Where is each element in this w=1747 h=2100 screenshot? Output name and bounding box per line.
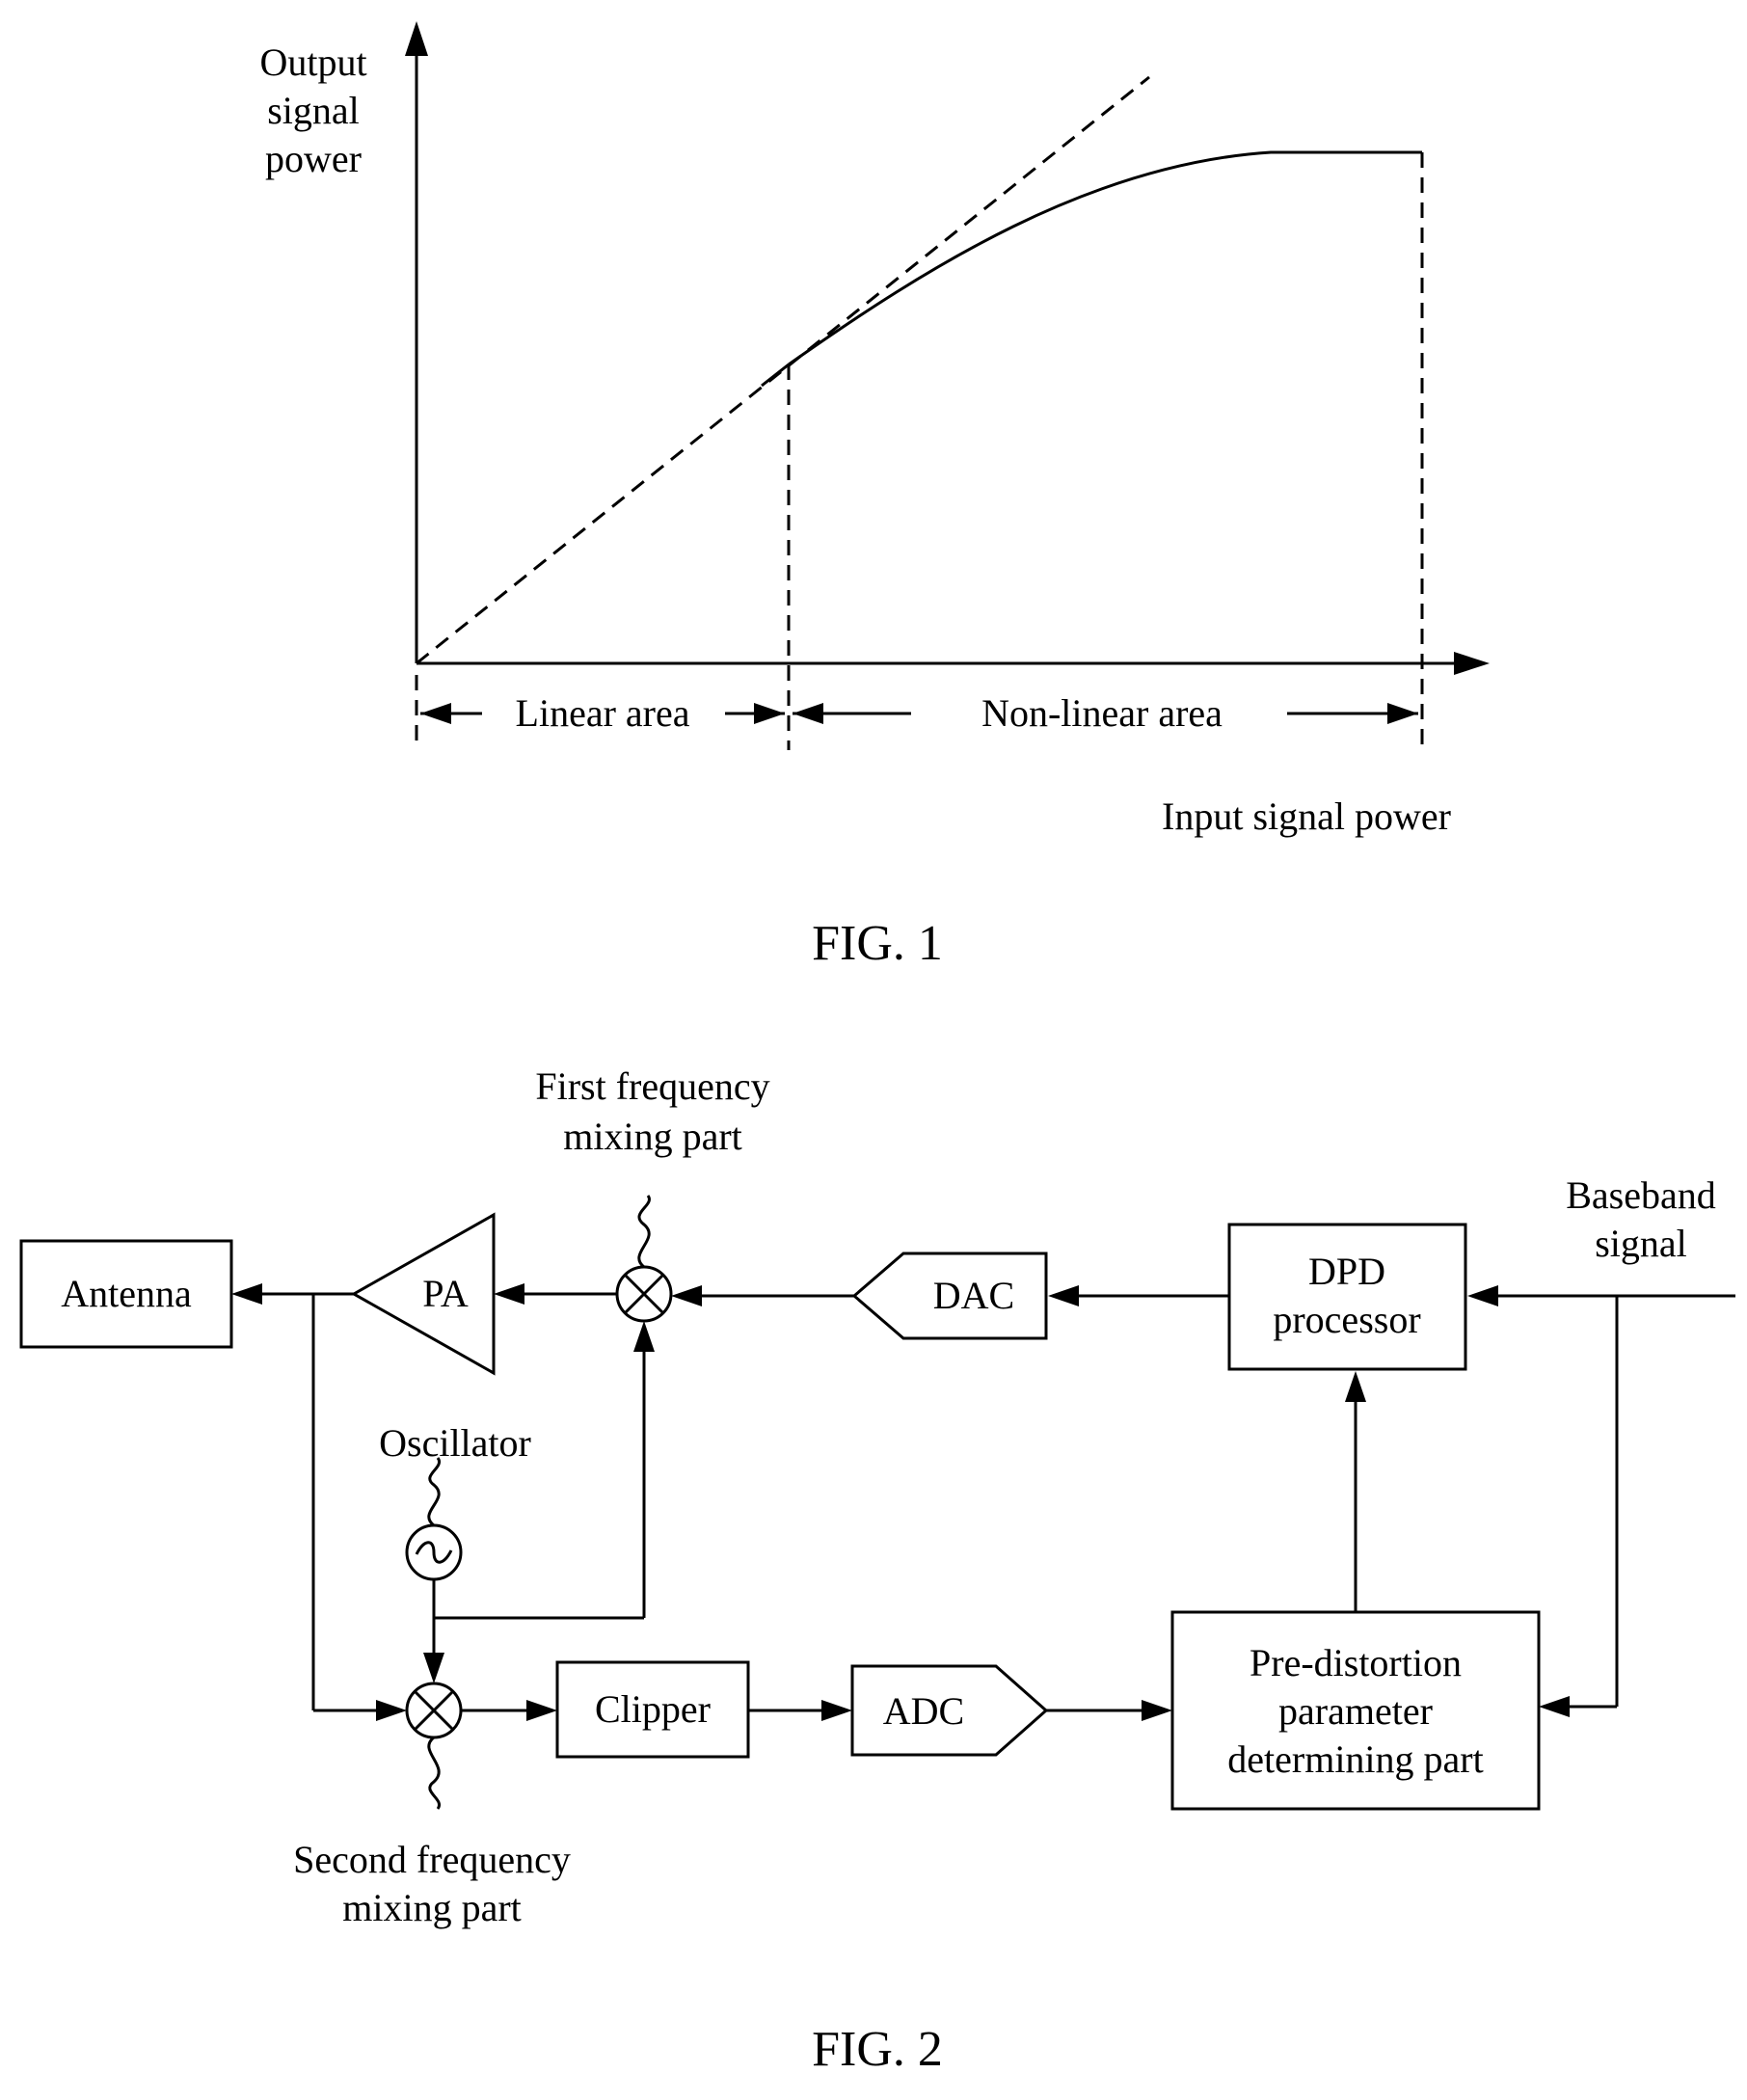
x-axis-arrowhead (1454, 652, 1490, 675)
nonlinear-area-right-arrowhead (1387, 703, 1418, 724)
first-mixer-input-arrowhead (671, 1285, 702, 1306)
clipper-label: Clipper (595, 1687, 711, 1731)
second-mixer-lo-arrowhead (423, 1653, 444, 1683)
dpd-parameter-arrowhead (1345, 1371, 1366, 1402)
baseband-label-line1: Baseband (1566, 1173, 1716, 1217)
second-mixer-squiggle (429, 1737, 440, 1809)
pre-distortion-input-arrowhead (1142, 1700, 1172, 1721)
y-axis-label-line2: signal (267, 89, 360, 132)
linear-area-right-arrowhead (754, 703, 785, 724)
adc-input-arrowhead (821, 1700, 852, 1721)
fig1-chart: Output signal power Linear area Non-line… (259, 21, 1490, 838)
dac-label: DAC (933, 1274, 1014, 1317)
dpd-label-line1: DPD (1308, 1250, 1385, 1293)
dpd-input-arrowhead (1467, 1285, 1498, 1306)
nonlinear-area-left-arrowhead (793, 703, 823, 724)
y-axis-label-line3: power (265, 137, 362, 180)
dpd-processor-block (1229, 1225, 1465, 1369)
second-mixer-rf-arrowhead (376, 1700, 407, 1721)
first-mixer-label-line2: mixing part (563, 1115, 742, 1158)
pre-distortion-label-line2: parameter (1278, 1689, 1433, 1733)
second-mixer-label-line2: mixing part (342, 1886, 522, 1929)
fig1-caption: FIG. 1 (812, 916, 943, 971)
adc-label: ADC (883, 1689, 964, 1733)
pre-distortion-baseband-arrowhead (1539, 1696, 1570, 1717)
pre-distortion-label-line3: determining part (1227, 1737, 1483, 1781)
dac-input-arrowhead (1048, 1285, 1079, 1306)
y-axis-label-line1: Output (259, 40, 366, 84)
antenna-label: Antenna (61, 1272, 192, 1315)
pa-input-arrowhead (494, 1283, 524, 1305)
first-mixer-label-line1: First frequency (535, 1064, 769, 1108)
clipper-input-arrowhead (526, 1700, 557, 1721)
linear-area-left-arrowhead (420, 703, 451, 724)
oscillator-label: Oscillator (379, 1421, 531, 1465)
oscillator-squiggle (429, 1458, 440, 1525)
dpd-label-line2: processor (1273, 1298, 1420, 1341)
x-axis-label: Input signal power (1162, 794, 1451, 838)
second-mixer-label-line1: Second frequency (293, 1838, 571, 1881)
first-mixer-squiggle (639, 1196, 650, 1267)
antenna-input-arrowhead (231, 1283, 262, 1305)
baseband-label-line2: signal (1595, 1222, 1687, 1265)
linear-area-label: Linear area (516, 691, 690, 735)
curve-linear-segment (762, 364, 789, 386)
first-mixer-lo-arrowhead (633, 1321, 655, 1352)
pre-distortion-label-line1: Pre-distortion (1250, 1641, 1462, 1684)
fig2-caption: FIG. 2 (812, 2022, 943, 2077)
fig2-block-diagram: Antenna PA First frequency mixing part D… (21, 1064, 1735, 1929)
y-axis-arrowhead (405, 21, 428, 56)
pa-label: PA (422, 1272, 469, 1315)
output-response-curve (789, 152, 1422, 364)
nonlinear-area-label: Non-linear area (981, 691, 1223, 735)
